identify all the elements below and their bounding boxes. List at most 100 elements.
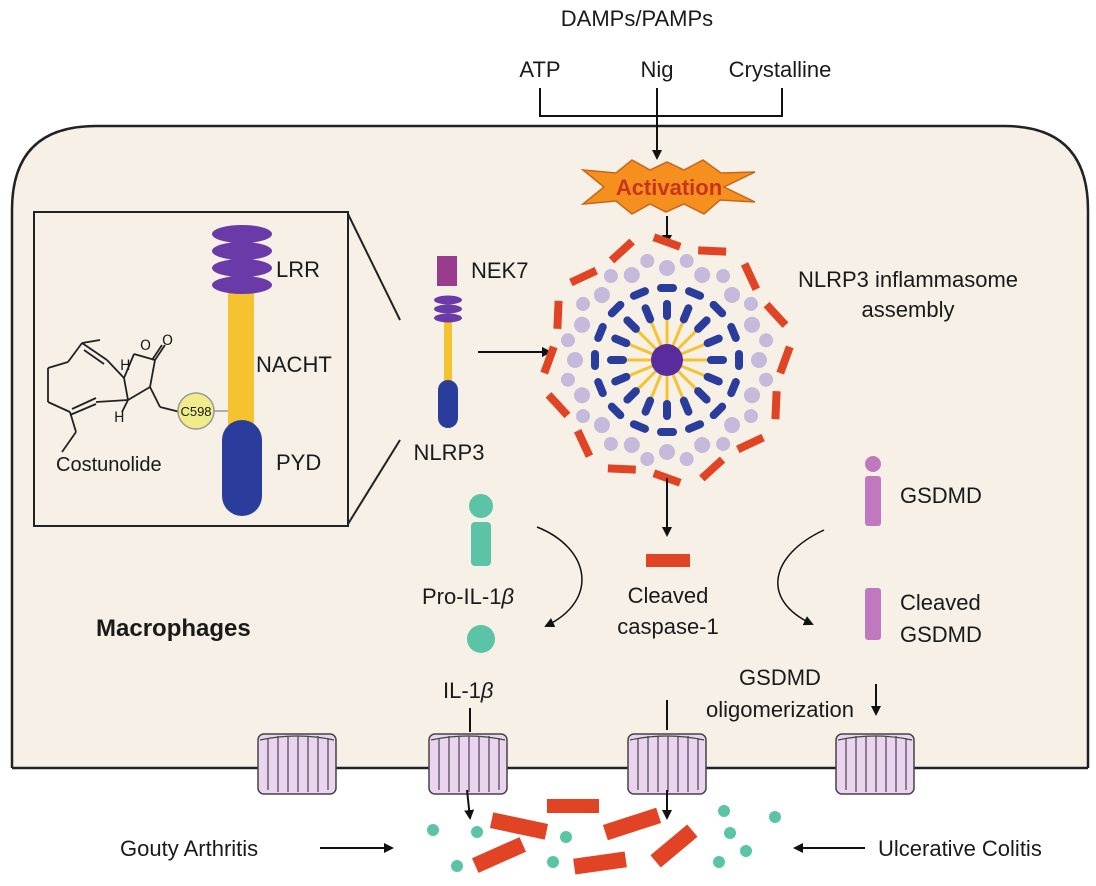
asc-pyd-inner xyxy=(623,387,640,404)
oligomer-label-line1: GSDMD xyxy=(739,665,821,690)
cysteine-label: C598 xyxy=(180,404,211,419)
activation-star xyxy=(580,159,756,215)
il-1b-dot xyxy=(560,831,572,843)
gsdmd-label: GSDMD xyxy=(900,483,982,508)
nek7-ring-dot xyxy=(659,260,675,276)
asc-card-outer xyxy=(657,284,677,292)
caspase-1-fragment xyxy=(569,267,598,287)
cleaved-gsdmd-label-line1: Cleaved xyxy=(900,590,981,615)
pro-il-1b-body xyxy=(471,522,491,566)
asc-pyd-inner xyxy=(679,304,693,324)
nek7-ring-dot xyxy=(576,409,591,424)
il-1b-dot xyxy=(713,856,725,868)
asc-pyd-inner xyxy=(663,400,671,420)
disease-ulcerative-colitis: Ulcerative Colitis xyxy=(878,836,1042,861)
cleaved-gsdmd-icon xyxy=(865,588,881,640)
asc-pyd-inner xyxy=(611,334,631,348)
pyd-domain-small xyxy=(438,380,458,428)
stimulus-crystalline: Crystalline xyxy=(729,57,832,82)
nek7-ring-dot xyxy=(640,253,655,268)
nek7-ring-dot xyxy=(560,372,575,387)
inflammasome-label-line1: NLRP3 inflammasome xyxy=(798,267,1018,292)
nek7-ring-dot xyxy=(593,286,610,303)
nek7-ring-dot xyxy=(603,436,618,451)
lrr-repeat-small xyxy=(434,304,462,314)
asc-card-outer xyxy=(607,402,625,420)
caspase-fragment xyxy=(547,799,599,813)
asc-pyd-inner xyxy=(663,300,671,320)
il-1b-dot xyxy=(471,826,483,838)
pro-il-1b-head xyxy=(469,494,493,518)
il-1b-icon xyxy=(467,625,495,653)
nek7-ring-dot xyxy=(574,387,591,404)
nek7-ring-dot xyxy=(659,444,675,460)
asc-pyd-inner xyxy=(611,372,631,386)
lrr-label: LRR xyxy=(276,257,320,282)
nek7-ring-dot xyxy=(694,436,711,453)
il-1b-dot xyxy=(427,824,439,836)
asc-card-outer xyxy=(629,287,649,300)
nek7-ring-dot xyxy=(743,316,760,333)
caspase-fragment xyxy=(471,837,527,873)
pyd-domain xyxy=(222,420,262,516)
lrr-repeat xyxy=(212,276,272,294)
caspase-1-fragment xyxy=(771,390,781,420)
il-1b-dot xyxy=(718,805,730,817)
nek7-label: NEK7 xyxy=(471,258,528,283)
asc-pyd-inner xyxy=(694,316,711,333)
inflammasome-label-line2: assembly xyxy=(862,297,955,322)
stimuli-title: DAMPs/PAMPs xyxy=(561,6,713,31)
nek7-ring-dot xyxy=(567,352,583,368)
asc-pyd-inner xyxy=(641,304,655,324)
asc-card-outer xyxy=(685,287,705,300)
gsdmd-pore xyxy=(835,733,915,795)
nek7-ring-dot xyxy=(716,269,731,284)
gsdmd-cleavage-arrow xyxy=(777,529,825,626)
caspase-1-fragment xyxy=(697,246,727,256)
activation-label: Activation xyxy=(616,175,722,200)
caspase-1-fragment xyxy=(545,392,571,419)
nacht-label: NACHT xyxy=(256,352,332,377)
costunolide-structure xyxy=(47,339,181,453)
gsdmd-head xyxy=(865,456,881,472)
nek7-ring-dot xyxy=(593,417,610,434)
macrophages-label: Macrophages xyxy=(96,615,251,642)
pro-il-1b-label: Pro-IL-1β xyxy=(422,584,514,609)
nlrp3-inflammasome-complex xyxy=(540,233,794,487)
il-1b-dot xyxy=(547,856,559,868)
lrr-repeat xyxy=(212,242,272,260)
nek7-ring-dot xyxy=(743,296,758,311)
atom-o-carbonyl: O xyxy=(162,333,173,349)
asc-card-outer xyxy=(657,428,677,436)
caspase-1-fragment xyxy=(540,345,558,375)
il-1b-label: IL-1β xyxy=(443,678,494,703)
caspase-1-fragment xyxy=(776,345,794,375)
lrr-repeat xyxy=(212,225,272,243)
nacht-domain-small xyxy=(444,318,452,384)
cleaved-caspase-1-icon xyxy=(646,554,690,567)
atom-h-top: H xyxy=(120,358,131,374)
nek7-ring-dot xyxy=(724,286,741,303)
caspase-1-fragment xyxy=(699,456,726,482)
lrr-repeat xyxy=(212,259,272,277)
pyd-label: PYD xyxy=(276,450,321,475)
caspase-1-fragment xyxy=(607,464,637,474)
caspase-1-fragment xyxy=(574,429,594,458)
asc-card-outer xyxy=(594,322,607,342)
asc-card-outer xyxy=(629,420,649,433)
caspase-1-fragment xyxy=(736,433,765,453)
caspase-label-line2: caspase-1 xyxy=(617,614,719,639)
atom-h-bottom: H xyxy=(114,410,125,426)
nek7-ring-dot xyxy=(679,253,694,268)
il-1b-dot xyxy=(724,827,736,839)
caspase-1-fragment xyxy=(608,238,635,264)
gsdmd-pore xyxy=(257,733,337,795)
caspase-label-line1: Cleaved xyxy=(628,583,709,608)
nek7-ring-dot xyxy=(759,372,774,387)
nek7-ring-dot xyxy=(640,452,655,467)
nek7-ring-dot xyxy=(724,417,741,434)
asc-pyd-inner xyxy=(707,356,727,364)
nek7-ring-dot xyxy=(751,352,767,368)
asc-pyd-inner xyxy=(641,396,655,416)
